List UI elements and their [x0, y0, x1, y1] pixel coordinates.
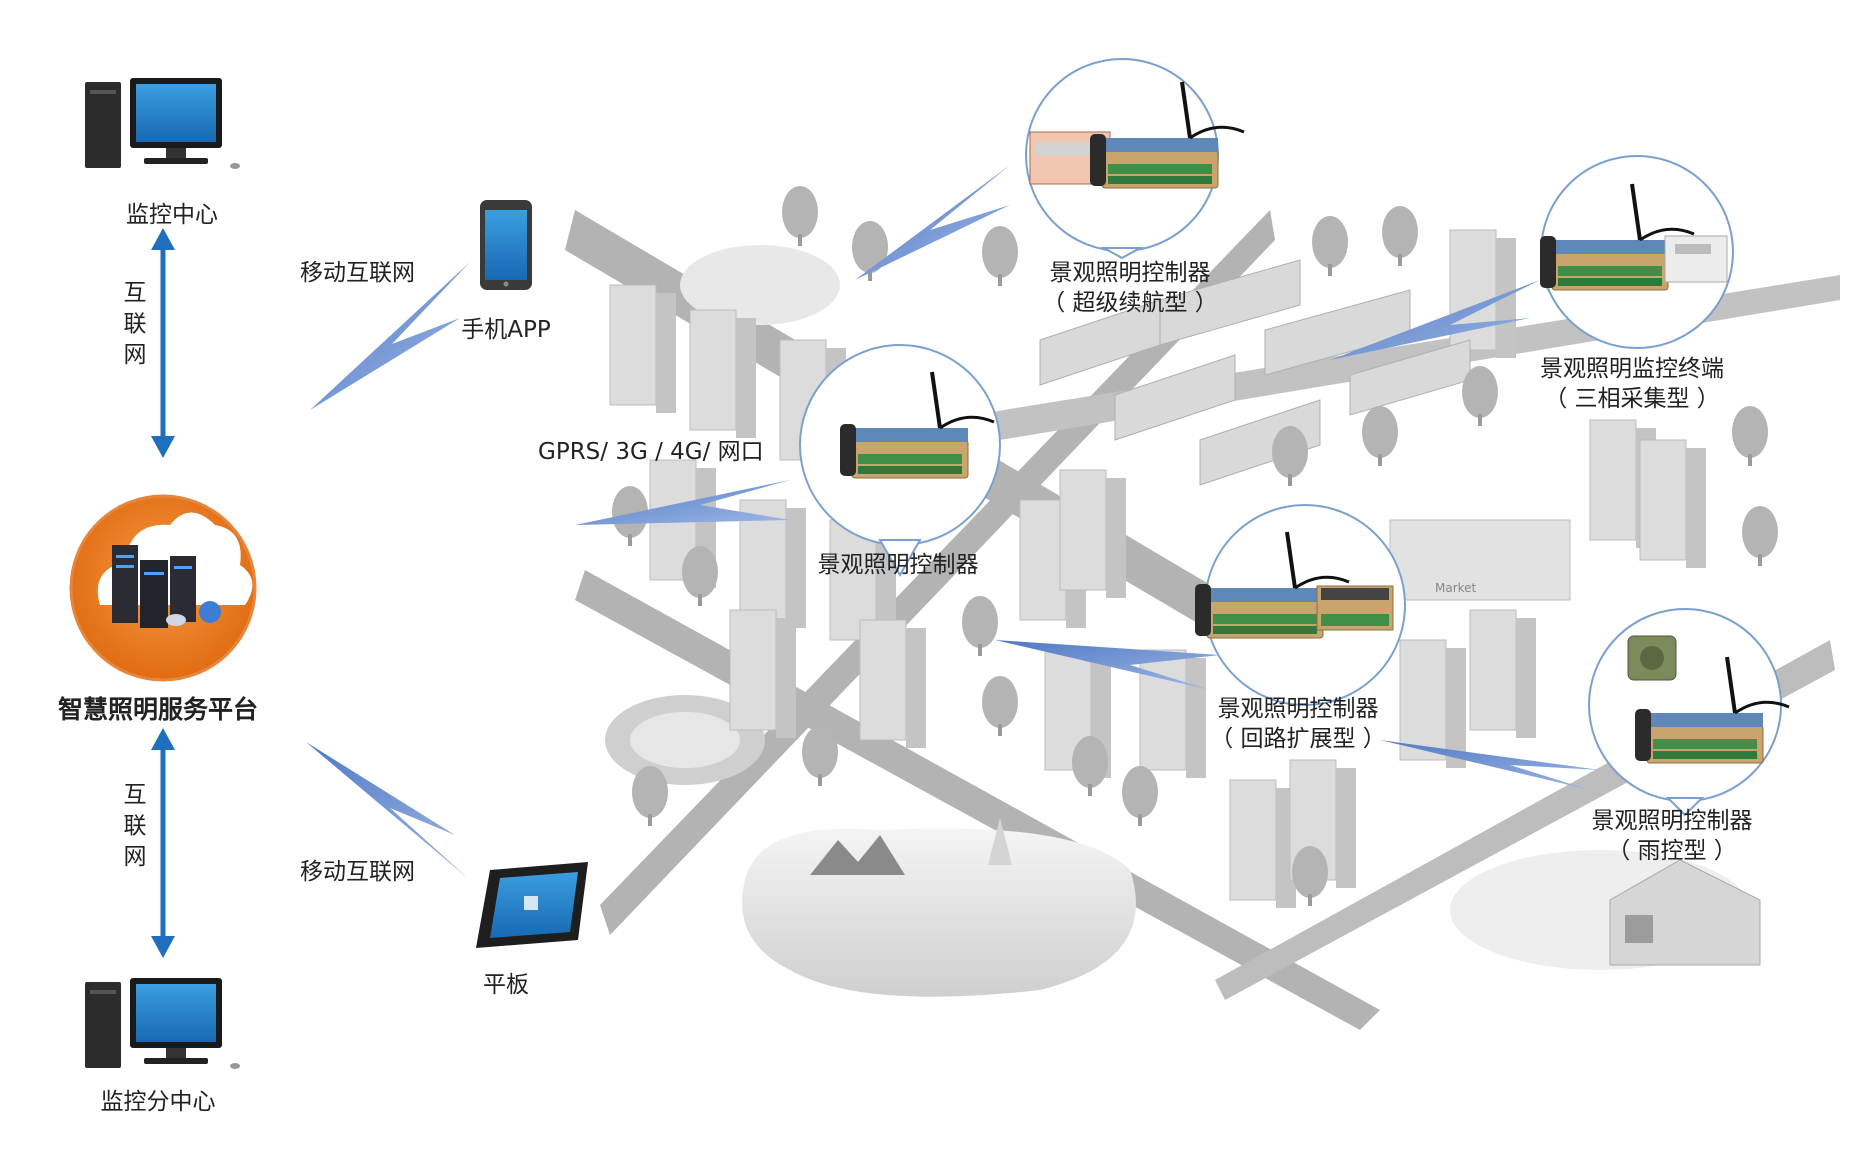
internet-label-bottom: 互 联 网 — [123, 782, 147, 870]
network-types-label: GPRS/ 3G / 4G/ 网口 — [538, 439, 764, 465]
internet-label-top: 互 联 网 — [123, 280, 147, 368]
device-bubble-loop-extension[interactable] — [1193, 504, 1406, 706]
wireless-signal-bolts — [306, 165, 1600, 880]
device-bubble-super-endurance[interactable] — [1025, 58, 1246, 260]
market-sign: Market — [1435, 581, 1477, 595]
internet-arrow-top — [151, 228, 175, 458]
monitor-center-label: 监控中心 — [126, 202, 218, 228]
mobile-internet-label-bottom: 移动互联网 — [300, 859, 415, 885]
internet-arrow-bottom — [151, 728, 175, 958]
tablet-label: 平板 — [483, 972, 529, 998]
device-label-super-endurance: 景观照明控制器（ 超级续航型 ） — [1042, 260, 1218, 316]
monitor-sub-center-computer — [85, 978, 240, 1069]
platform-cloud-icon — [69, 494, 257, 682]
device-label-basic: 景观照明控制器 — [817, 552, 979, 578]
monitor-center-computer — [85, 78, 240, 169]
device-bubble-basic[interactable] — [799, 344, 1001, 578]
device-bubble-rain-control[interactable] — [1588, 608, 1791, 817]
device-label-three-phase: 景观照明监控终端（ 三相采集型 ） — [1540, 356, 1724, 412]
tablet-icon — [476, 862, 588, 948]
phone-app-label: 手机APP — [461, 317, 551, 343]
monitor-sub-center-label: 监控分中心 — [100, 1089, 216, 1115]
device-label-loop-extension: 景观照明控制器（ 回路扩展型 ） — [1210, 696, 1386, 752]
device-label-rain-control: 景观照明控制器（ 雨控型 ） — [1591, 808, 1753, 864]
mobile-internet-label-top: 移动互联网 — [300, 260, 415, 286]
device-bubble-three-phase[interactable] — [1538, 155, 1734, 349]
platform-label: 智慧照明服务平台 — [57, 695, 259, 724]
smartphone-icon — [480, 200, 532, 290]
